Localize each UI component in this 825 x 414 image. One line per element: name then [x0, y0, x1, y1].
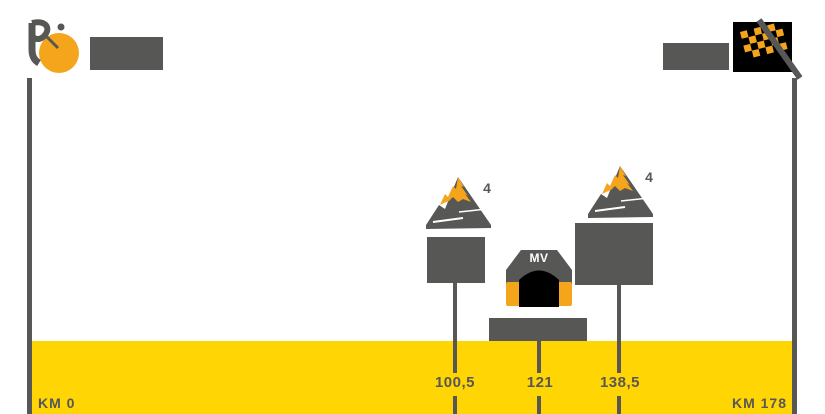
climb2-tick-lower — [617, 396, 621, 414]
climb2-label-box — [575, 223, 653, 285]
climb1-label-box — [427, 237, 485, 283]
start-town-label-box — [90, 37, 163, 70]
climb1-km-label: 100,5 — [434, 374, 476, 391]
km-finish-label: KM 178 — [731, 395, 787, 411]
tunnel-label-box — [489, 318, 587, 341]
climb1-tick-lower — [453, 396, 457, 414]
category-4-climb-icon: 4 — [426, 177, 491, 229]
category-4-climb-icon: 4 — [588, 166, 653, 218]
climb1-tick-upper — [453, 283, 457, 373]
tunnel-tick-upper — [537, 341, 541, 373]
km-start-label: KM 0 — [38, 395, 76, 411]
cyclist-start-icon — [28, 19, 79, 73]
tunnel-icon: MV — [506, 250, 572, 307]
tunnel-code: MV — [530, 251, 549, 265]
start-edge-line — [27, 78, 32, 414]
climb2-km-label: 138,5 — [599, 374, 641, 391]
route-bar — [32, 341, 792, 414]
finish-town-label-box — [663, 43, 729, 70]
checkered-flag-finish-icon — [733, 18, 803, 80]
tunnel-km-label: 121 — [526, 374, 554, 391]
finish-edge-line — [792, 78, 797, 414]
climb1-category: 4 — [483, 180, 491, 196]
climb2-tick-upper — [617, 285, 621, 373]
tunnel-tick-lower — [537, 396, 541, 414]
climb2-category: 4 — [645, 169, 653, 185]
